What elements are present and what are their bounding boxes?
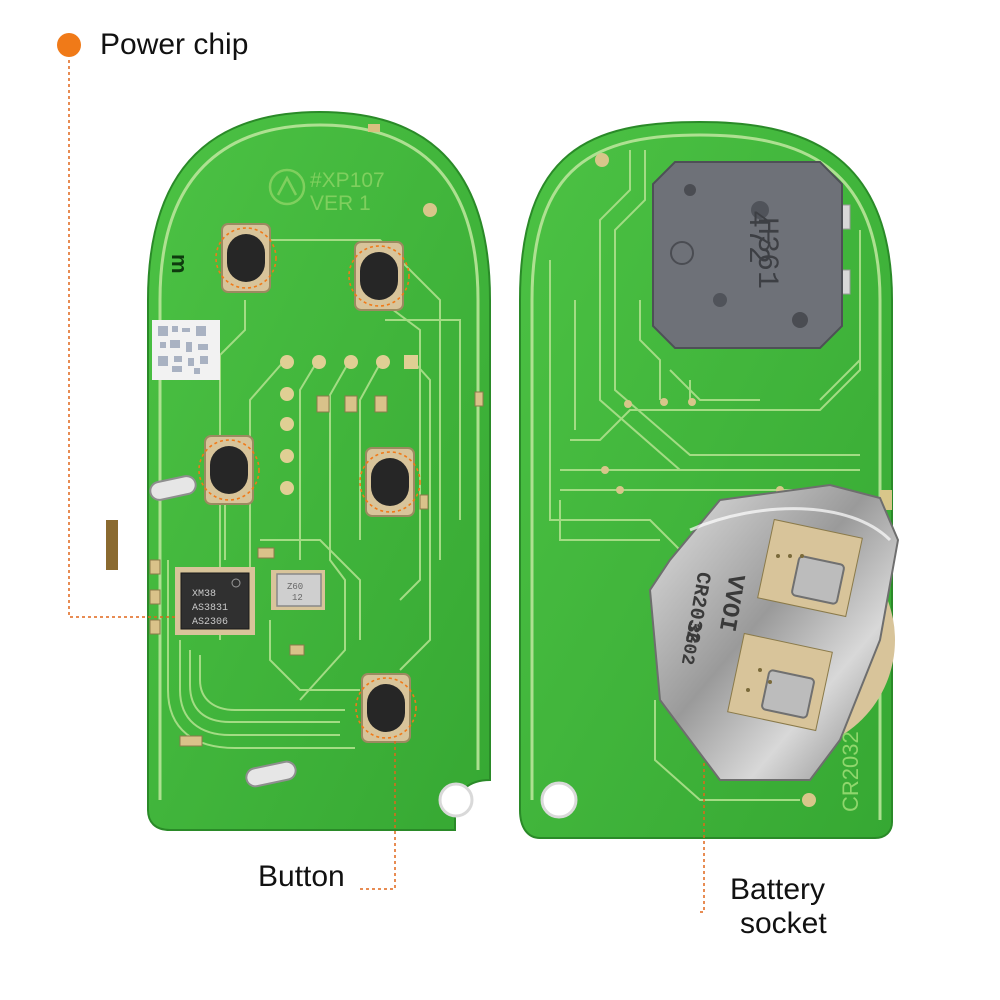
crystal-marking-2: 12 bbox=[292, 593, 303, 603]
led bbox=[368, 124, 380, 132]
inductor-marking-line1: 472 bbox=[740, 210, 774, 264]
chip-marking-line2: AS3831 bbox=[192, 603, 228, 614]
battery-socket bbox=[648, 483, 900, 781]
power-chip-callout-label: Power chip bbox=[100, 28, 249, 61]
mounting-hole bbox=[540, 781, 578, 819]
button-callout-label: Button bbox=[258, 860, 345, 893]
inductor-marking-line2: H361 bbox=[749, 217, 783, 289]
silk-e-mark: m bbox=[167, 254, 192, 274]
tactile-button-2 bbox=[354, 241, 404, 311]
battery-callout-line1: Battery bbox=[730, 873, 826, 906]
inductor-coil bbox=[652, 161, 851, 349]
via-pad bbox=[423, 203, 437, 217]
tactile-button-4 bbox=[365, 447, 415, 517]
chip-marking-line1: XM38 bbox=[192, 589, 216, 600]
chip-marking-line3: AS2306 bbox=[192, 617, 228, 628]
battery-callout-line2: socket bbox=[740, 907, 827, 940]
tactile-button-5 bbox=[361, 673, 411, 743]
callout-dot bbox=[57, 33, 81, 57]
solder-spring-contacts bbox=[149, 475, 297, 788]
left-board-traces bbox=[167, 239, 461, 749]
tactile-button-3 bbox=[204, 435, 254, 505]
power-chip bbox=[175, 567, 255, 635]
button-highlight-rings bbox=[198, 227, 421, 739]
mounting-hole bbox=[438, 782, 474, 818]
edge-tab bbox=[106, 520, 118, 570]
board-version-line1: #XP107 bbox=[310, 169, 385, 192]
qr-code-sticker bbox=[152, 320, 220, 380]
tactile-button-1 bbox=[221, 223, 271, 293]
crystal-marking: Z60 bbox=[287, 582, 303, 592]
right-board-traces bbox=[549, 150, 861, 801]
battery-socket-callout-label: Battery socket bbox=[730, 873, 827, 941]
smd-components bbox=[149, 391, 484, 747]
battery-silk-label: CR2032 bbox=[838, 731, 863, 812]
callout-lines bbox=[68, 60, 705, 913]
board-version-line2: VER 1 bbox=[310, 192, 371, 215]
silkscreen-logo bbox=[268, 168, 306, 206]
test-pads bbox=[280, 355, 418, 495]
crystal-oscillator bbox=[271, 570, 325, 610]
